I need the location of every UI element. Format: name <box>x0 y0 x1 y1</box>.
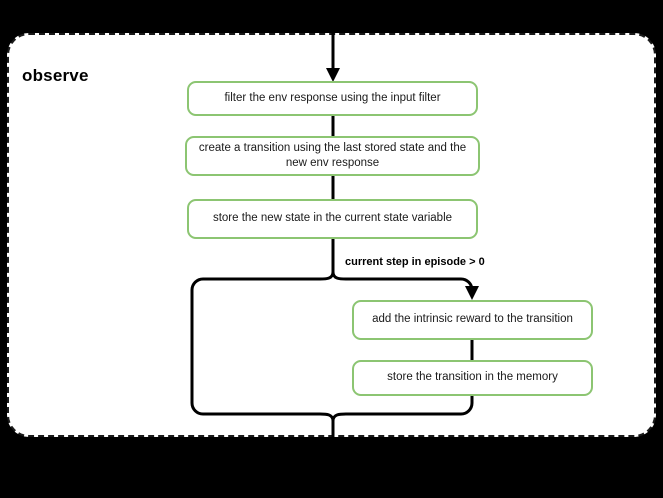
page-title: observe <box>22 66 89 85</box>
node-filter-env-response[interactable]: filter the env response using the input … <box>187 81 478 116</box>
node-add-intrinsic-reward[interactable]: add the intrinsic reward to the transiti… <box>352 300 593 340</box>
node-store-transition[interactable]: store the transition in the memory <box>352 360 593 396</box>
node-label: add the intrinsic reward to the transiti… <box>372 313 573 326</box>
node-create-transition[interactable]: create a transition using the last store… <box>185 136 480 176</box>
node-store-new-state[interactable]: store the new state in the current state… <box>187 199 478 239</box>
node-label: filter the env response using the input … <box>224 91 441 104</box>
edge-label-condition: current step in episode > 0 <box>345 256 485 268</box>
node-label: store the transition in the memory <box>387 371 558 384</box>
node-label: store the new state in the current state… <box>212 212 453 225</box>
node-label: create a transition using the last store… <box>198 141 467 169</box>
